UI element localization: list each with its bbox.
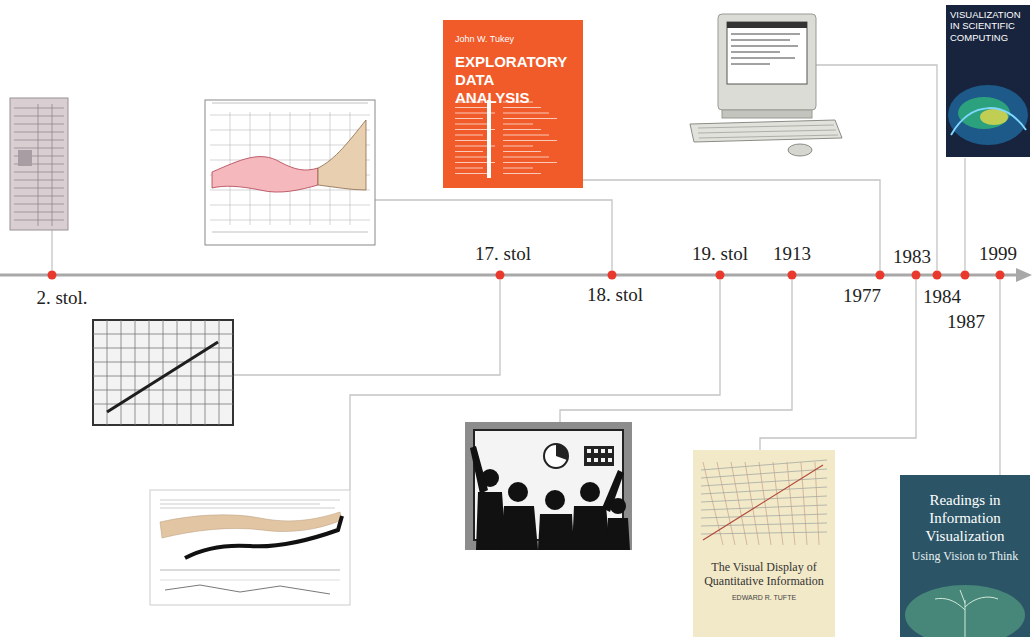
picture-frame: [465, 422, 632, 550]
leader-line: [233, 280, 500, 375]
balance-against-area: [212, 157, 318, 192]
timeline-date: 19. stol: [692, 244, 748, 265]
book-cover: The Visual Display of Quantitative Infor…: [693, 450, 835, 637]
leader-line: [815, 65, 937, 270]
graph-frame: [93, 320, 233, 425]
leader-line: [964, 158, 965, 270]
mouse: [788, 144, 812, 156]
timeline-date: 1987: [947, 312, 985, 333]
playfair-chart: [205, 100, 375, 245]
document-stamp: [18, 150, 32, 166]
timeline-date: 1977: [843, 286, 881, 307]
minard-map: [150, 490, 350, 605]
timeline-date: 2. stol.: [36, 288, 87, 309]
line-graph: [93, 320, 233, 425]
cover-art: [693, 450, 835, 637]
monitor-base: [722, 110, 812, 118]
retreat-band: [185, 516, 342, 558]
timeline-dot: [48, 271, 57, 280]
keyboard: [690, 120, 842, 142]
timeline-dot: [933, 271, 942, 280]
book-cover: John W. TukeyEXPLORATORY DATA ANALYSIS: [443, 20, 583, 188]
leader-line: [583, 180, 880, 270]
book-title: VISUALIZATION IN SCIENTIFIC COMPUTING: [950, 9, 1026, 43]
timeline-date: 1999: [979, 244, 1017, 265]
timeline-date: 18. stol: [587, 285, 643, 306]
monitor: [718, 14, 816, 110]
axis-arrowhead: [1016, 268, 1032, 282]
grid-icon: [584, 446, 614, 466]
book-title: The Visual Display of Quantitative Infor…: [701, 560, 827, 589]
timeline-date: 1913: [773, 244, 811, 265]
timeline-dot: [961, 271, 970, 280]
book-title: John W. Tukey: [455, 34, 571, 45]
leader-line: [375, 200, 612, 270]
chart-frame: [205, 100, 375, 245]
graph-line: [107, 342, 218, 412]
desktop-computer: [690, 14, 842, 156]
balance-favour-area: [318, 120, 366, 190]
timeline-date: 1983: [893, 247, 931, 268]
old-table-document: [10, 98, 68, 230]
timeline-dot: [716, 271, 725, 280]
timeline-dot: [876, 271, 885, 280]
timeline-date: 1984: [923, 287, 961, 308]
timeline-date: 17. stol: [475, 244, 531, 265]
document-page: [10, 98, 68, 230]
screen: [727, 22, 807, 84]
timeline-axis: [0, 268, 1032, 282]
audience-silhouettes: [470, 446, 630, 550]
timeline-dot: [996, 271, 1005, 280]
leader-line: [51, 230, 52, 270]
leader-line: [560, 280, 792, 422]
timeline-dot: [496, 271, 505, 280]
map-frame: [150, 490, 350, 605]
book-subtitle: EXPLORATORY DATA ANALYSIS: [455, 53, 571, 107]
book-title: Readings in Information Visualization: [908, 491, 1022, 545]
book-cover: Readings in Information VisualizationUsi…: [900, 475, 1030, 637]
book-subtitle: Using Vision to Think: [908, 549, 1022, 563]
advance-band: [160, 512, 342, 538]
timeline-dots: [48, 271, 1005, 280]
presentation-crowd: [465, 422, 632, 550]
pie-slice: [556, 444, 568, 460]
pie-icon: [544, 444, 568, 468]
leader-line: [999, 280, 1000, 475]
book-cover: VISUALIZATION IN SCIENTIFIC COMPUTING: [946, 5, 1030, 157]
timeline-dot: [788, 271, 797, 280]
axis-line: [0, 274, 1020, 277]
book-subtitle: EDWARD R. TUFTE: [701, 594, 827, 602]
timeline-dot: [912, 271, 921, 280]
leader-line: [760, 280, 916, 450]
timeline-dot: [608, 271, 617, 280]
